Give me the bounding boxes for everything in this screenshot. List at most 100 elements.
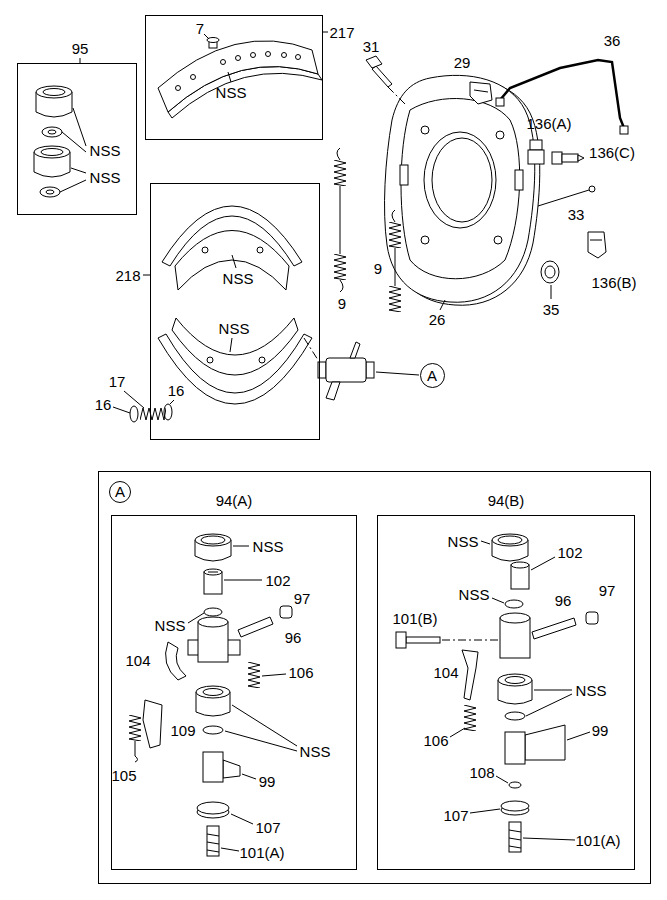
bolt-drawing: [366, 56, 382, 68]
callout-label: 105: [111, 767, 136, 784]
leader-line: [323, 32, 328, 33]
leader-line: [143, 275, 150, 276]
group-number: 94(A): [216, 492, 253, 509]
fitting-drawing: [588, 232, 606, 258]
leader-line: [233, 546, 249, 547]
callout-label: NSS: [459, 586, 490, 603]
fitting-drawing: [552, 152, 562, 164]
callout-label: 96: [555, 592, 572, 609]
lining-drawing: [158, 38, 322, 119]
lining-drawing: [251, 53, 256, 58]
hold-spring-drawing: [140, 408, 166, 420]
detail-callout-circle: A: [420, 363, 445, 388]
brake-shoe-drawing: [158, 334, 312, 404]
leader-line: [71, 168, 86, 173]
callout-number: 9: [338, 295, 346, 312]
cylinder-parts-drawing: [204, 569, 222, 575]
detail-letter: A: [109, 481, 131, 503]
detail-frame: A94(A)NSS102NSS9796104106NSS105109991071…: [98, 471, 651, 884]
cylinder-parts-drawing: [525, 725, 565, 760]
callout-label: 107: [443, 807, 468, 824]
backing-plate-drawing: [401, 99, 520, 279]
lining-drawing: [176, 86, 181, 91]
callout-label: 96: [285, 629, 302, 646]
cylinder-parts-drawing: [207, 834, 219, 836]
cylinder-parts-drawing: [198, 622, 228, 662]
callout-label: NSS: [219, 320, 250, 337]
leader-line: [232, 255, 236, 268]
backing-plate-drawing: [385, 75, 535, 302]
group-number: 94(B): [488, 492, 525, 509]
brake-shoe-drawing: [257, 247, 263, 253]
leader-line: [221, 848, 239, 851]
cylinder-parts-drawing: [203, 689, 223, 696]
leader-line: [231, 814, 253, 824]
brake-pipe-drawing: [620, 126, 628, 134]
callout-label: NSS: [253, 538, 284, 555]
cylinder-parts-drawing: [511, 562, 529, 568]
backing-plate-drawing: [400, 165, 408, 185]
wheel-cylinder-drawing: [326, 382, 340, 400]
return-spring-drawing: [334, 160, 346, 186]
cylinder-parts-drawing: [498, 536, 522, 544]
leader-line: [188, 613, 204, 623]
return-spring-drawing: [389, 286, 401, 312]
cylinder-parts-drawing: [203, 726, 223, 734]
group-number: 217: [329, 24, 354, 41]
brake-shoe-drawing: [158, 206, 312, 404]
backing-plate-drawing: [385, 75, 540, 305]
leader-line: [113, 407, 130, 413]
leader-line: [224, 580, 262, 581]
cylinder-parts-drawing: [509, 822, 521, 852]
callout-number: 9: [374, 260, 382, 277]
fitting-drawing: [545, 266, 555, 278]
hold-spring-drawing: [130, 404, 172, 422]
return-spring-drawing: [389, 222, 401, 248]
cylinder-parts-drawing: [208, 572, 218, 573]
callout-number: 29: [454, 54, 471, 71]
cylinder-parts-drawing: [207, 826, 219, 856]
callout-number: 33: [568, 206, 585, 223]
cylinder-parts-drawing: [207, 842, 219, 844]
leader-line: [526, 694, 572, 716]
callout-label: NSS: [90, 169, 121, 186]
fitting-drawing: [578, 155, 584, 161]
cylinder-parts-drawing: [248, 662, 260, 688]
cylinder-parts-drawing: [198, 617, 228, 627]
cylinder-parts-drawing: [204, 608, 222, 616]
return-spring-drawing: [340, 186, 341, 254]
callout-number: 136(C): [589, 144, 635, 161]
cup-seal-drawing: [41, 149, 63, 156]
cup-seal-drawing: [34, 146, 70, 158]
brake-shoe-drawing: [259, 357, 265, 363]
cylinder-parts-drawing: [207, 850, 219, 852]
cup-seal-drawing: [48, 130, 56, 134]
callout-label: 104: [125, 652, 150, 669]
cylinder-parts-drawing: [505, 712, 525, 720]
backing-plate-drawing: [515, 170, 523, 190]
cylinder-parts-drawing: [498, 674, 532, 686]
cylinder-parts-drawing: [586, 612, 598, 624]
leader-line: [450, 728, 465, 737]
part-box: 218NSSNSS: [150, 183, 320, 440]
cylinder-parts-drawing: [500, 618, 530, 658]
cylinder-parts-drawing: [464, 705, 476, 731]
leader-line: [442, 640, 498, 641]
brake-shoe-drawing: [207, 357, 213, 363]
brake-pipe-drawing: [496, 60, 628, 134]
leader-line: [262, 674, 286, 676]
lining-drawing: [191, 75, 196, 80]
callout-label: 99: [259, 773, 276, 790]
callout-label: 102: [557, 544, 582, 561]
bolt-drawing: [372, 66, 392, 87]
lining-drawing: [236, 56, 241, 61]
callout-label: 101(A): [239, 844, 284, 861]
callout-label: 7: [196, 20, 204, 37]
cylinder-parts-drawing: [223, 760, 240, 778]
fitting-drawing: [530, 140, 542, 150]
cylinder-parts-drawing: [501, 801, 529, 811]
cylinder-parts-drawing: [492, 534, 528, 546]
